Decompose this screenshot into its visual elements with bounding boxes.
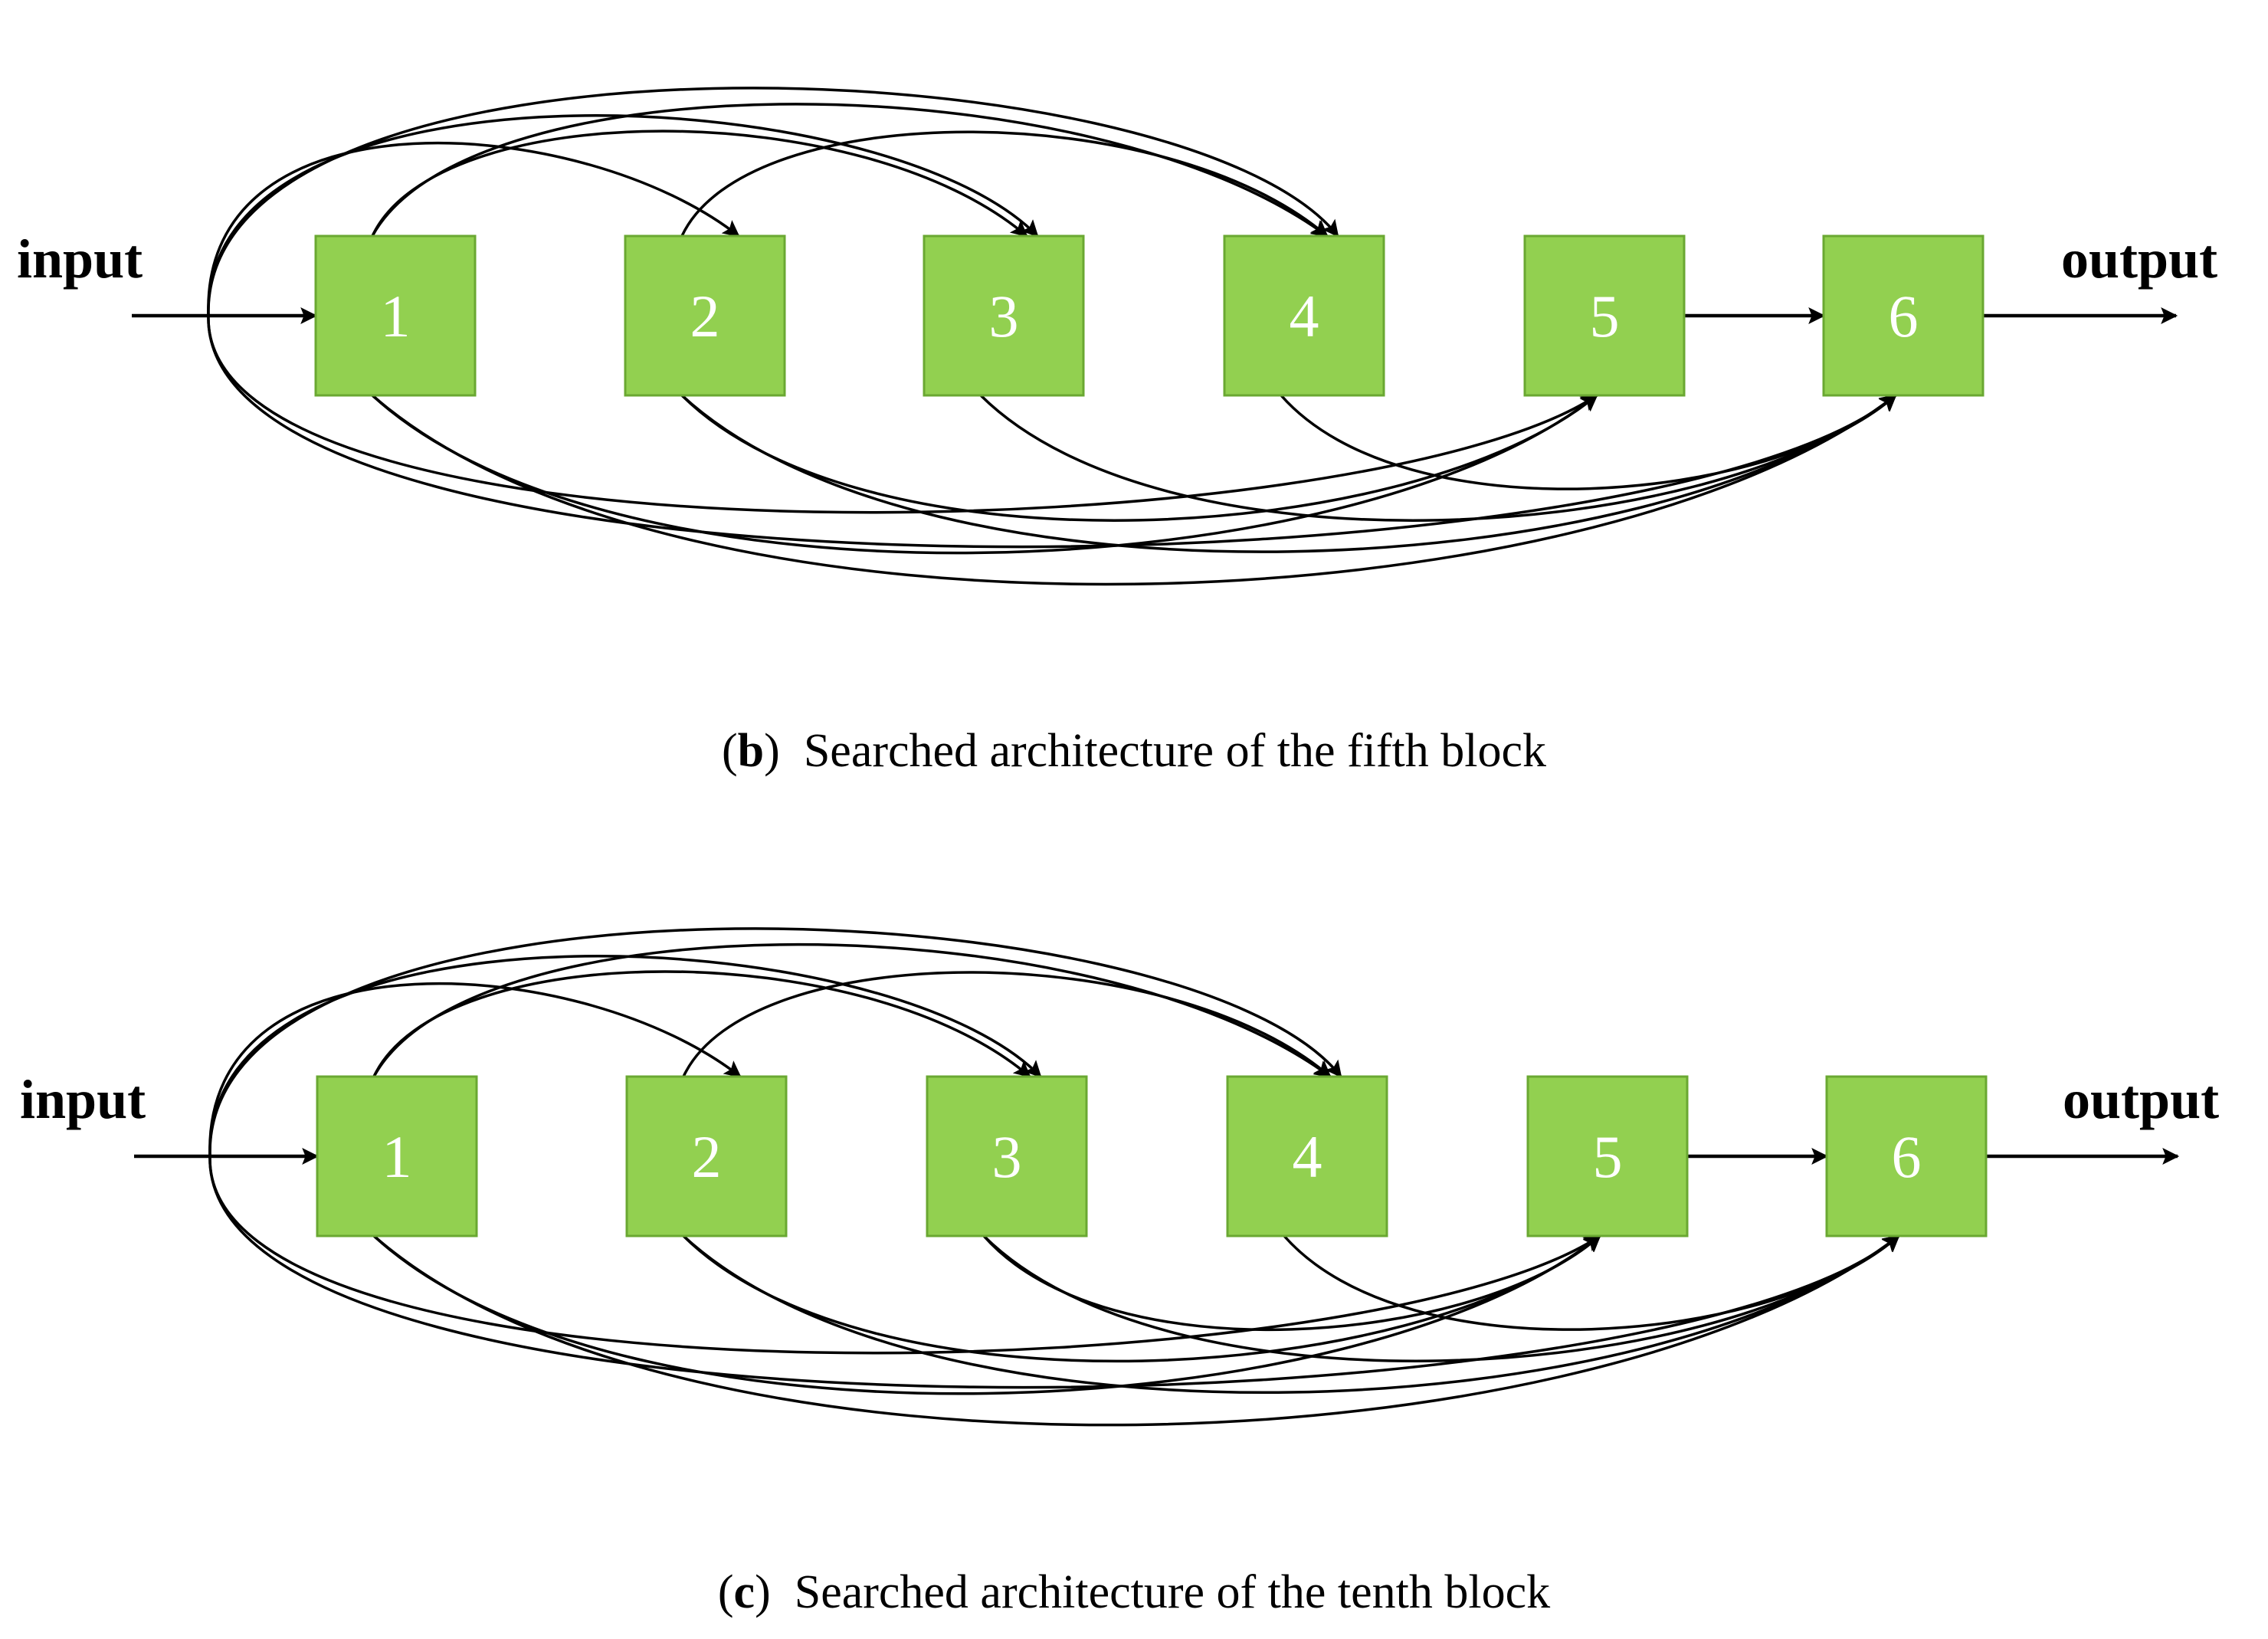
edge-1-to-3 <box>372 970 1031 1078</box>
edge-input-to-3 <box>207 114 1039 316</box>
edge-2-to-4 <box>682 971 1332 1078</box>
node-1: 1 <box>316 1075 478 1237</box>
node-box <box>1523 234 1686 397</box>
edge-input-to-5 <box>207 315 1598 514</box>
node-label: 2 <box>692 1123 722 1190</box>
node-2: 2 <box>624 234 786 397</box>
node-box <box>1822 234 1984 397</box>
node-box <box>625 1075 788 1237</box>
node-box <box>1223 234 1385 397</box>
edge-3-to-6 <box>979 394 1897 522</box>
edge-2-to-6 <box>680 394 1897 553</box>
node-box <box>314 234 477 397</box>
caption-text: Searched architecture of the fifth block <box>803 725 1546 777</box>
node-label: 5 <box>1593 1123 1623 1190</box>
node-2: 2 <box>625 1075 788 1237</box>
node-box <box>1825 1075 1988 1237</box>
output-label: output <box>2063 1069 2219 1130</box>
edge-1-to-4 <box>371 103 1329 238</box>
nodes-c: 1 2 3 4 5 6 <box>316 1075 1988 1237</box>
node-label: 4 <box>1290 283 1319 349</box>
node-label: 3 <box>989 283 1019 349</box>
edge-2-to-4 <box>680 130 1329 238</box>
node-6: 6 <box>1825 1075 1988 1237</box>
edges-b <box>132 87 2178 586</box>
caption-tag: c <box>733 1566 755 1618</box>
node-label: 1 <box>382 1123 412 1190</box>
node-label: 6 <box>1889 283 1919 349</box>
edge-input-to-3 <box>208 955 1042 1157</box>
caption-tag: b <box>737 725 765 777</box>
node-label: 1 <box>381 283 411 349</box>
edge-3-to-5 <box>982 1234 1601 1332</box>
edge-input-to-5 <box>208 1155 1601 1355</box>
node-5: 5 <box>1526 1075 1689 1237</box>
caption-c: (c) Searched architecture of the tenth b… <box>717 1566 1551 1618</box>
diagram-c: input output 1 2 3 4 5 6 <box>20 927 2219 1427</box>
edge-1-to-6 <box>372 1234 1900 1427</box>
edges-c <box>134 927 2180 1427</box>
output-label: output <box>2061 228 2217 290</box>
edge-input-to-2 <box>208 982 742 1157</box>
edge-input-to-4 <box>208 927 1342 1157</box>
node-3: 3 <box>923 234 1085 397</box>
edge-2-to-6 <box>682 1234 1900 1395</box>
edge-1-to-6 <box>371 394 1897 586</box>
node-label: 3 <box>992 1123 1022 1190</box>
input-label: input <box>17 228 143 290</box>
edge-1-to-5 <box>371 394 1598 555</box>
node-4: 4 <box>1223 234 1385 397</box>
node-box <box>926 1075 1088 1237</box>
node-box <box>624 234 786 397</box>
node-label: 5 <box>1590 283 1620 349</box>
caption-b: (b) Searched architecture of the fifth b… <box>722 725 1546 777</box>
input-label: input <box>20 1069 146 1130</box>
nodes-b: 1 2 3 4 5 6 <box>314 234 1984 397</box>
edge-input-to-2 <box>207 141 740 316</box>
edge-1-to-5 <box>372 1234 1601 1395</box>
diagram-b: input output 1 2 3 4 5 6 <box>17 87 2217 586</box>
node-box <box>316 1075 478 1237</box>
node-label: 4 <box>1293 1123 1322 1190</box>
edge-input-to-4 <box>207 87 1339 316</box>
edge-4-to-6 <box>1280 394 1897 490</box>
node-1: 1 <box>314 234 477 397</box>
node-box <box>1226 1075 1388 1237</box>
node-5: 5 <box>1523 234 1686 397</box>
node-label: 2 <box>690 283 720 349</box>
node-box <box>923 234 1085 397</box>
node-6: 6 <box>1822 234 1984 397</box>
node-label: 6 <box>1892 1123 1922 1190</box>
node-3: 3 <box>926 1075 1088 1237</box>
edge-1-to-4 <box>372 943 1332 1078</box>
caption-text: Searched architecture of the tenth block <box>794 1566 1551 1618</box>
node-4: 4 <box>1226 1075 1388 1237</box>
edge-3-to-6 <box>982 1234 1900 1362</box>
edge-4-to-6 <box>1283 1234 1900 1331</box>
node-box <box>1526 1075 1689 1237</box>
edge-1-to-3 <box>371 129 1028 238</box>
